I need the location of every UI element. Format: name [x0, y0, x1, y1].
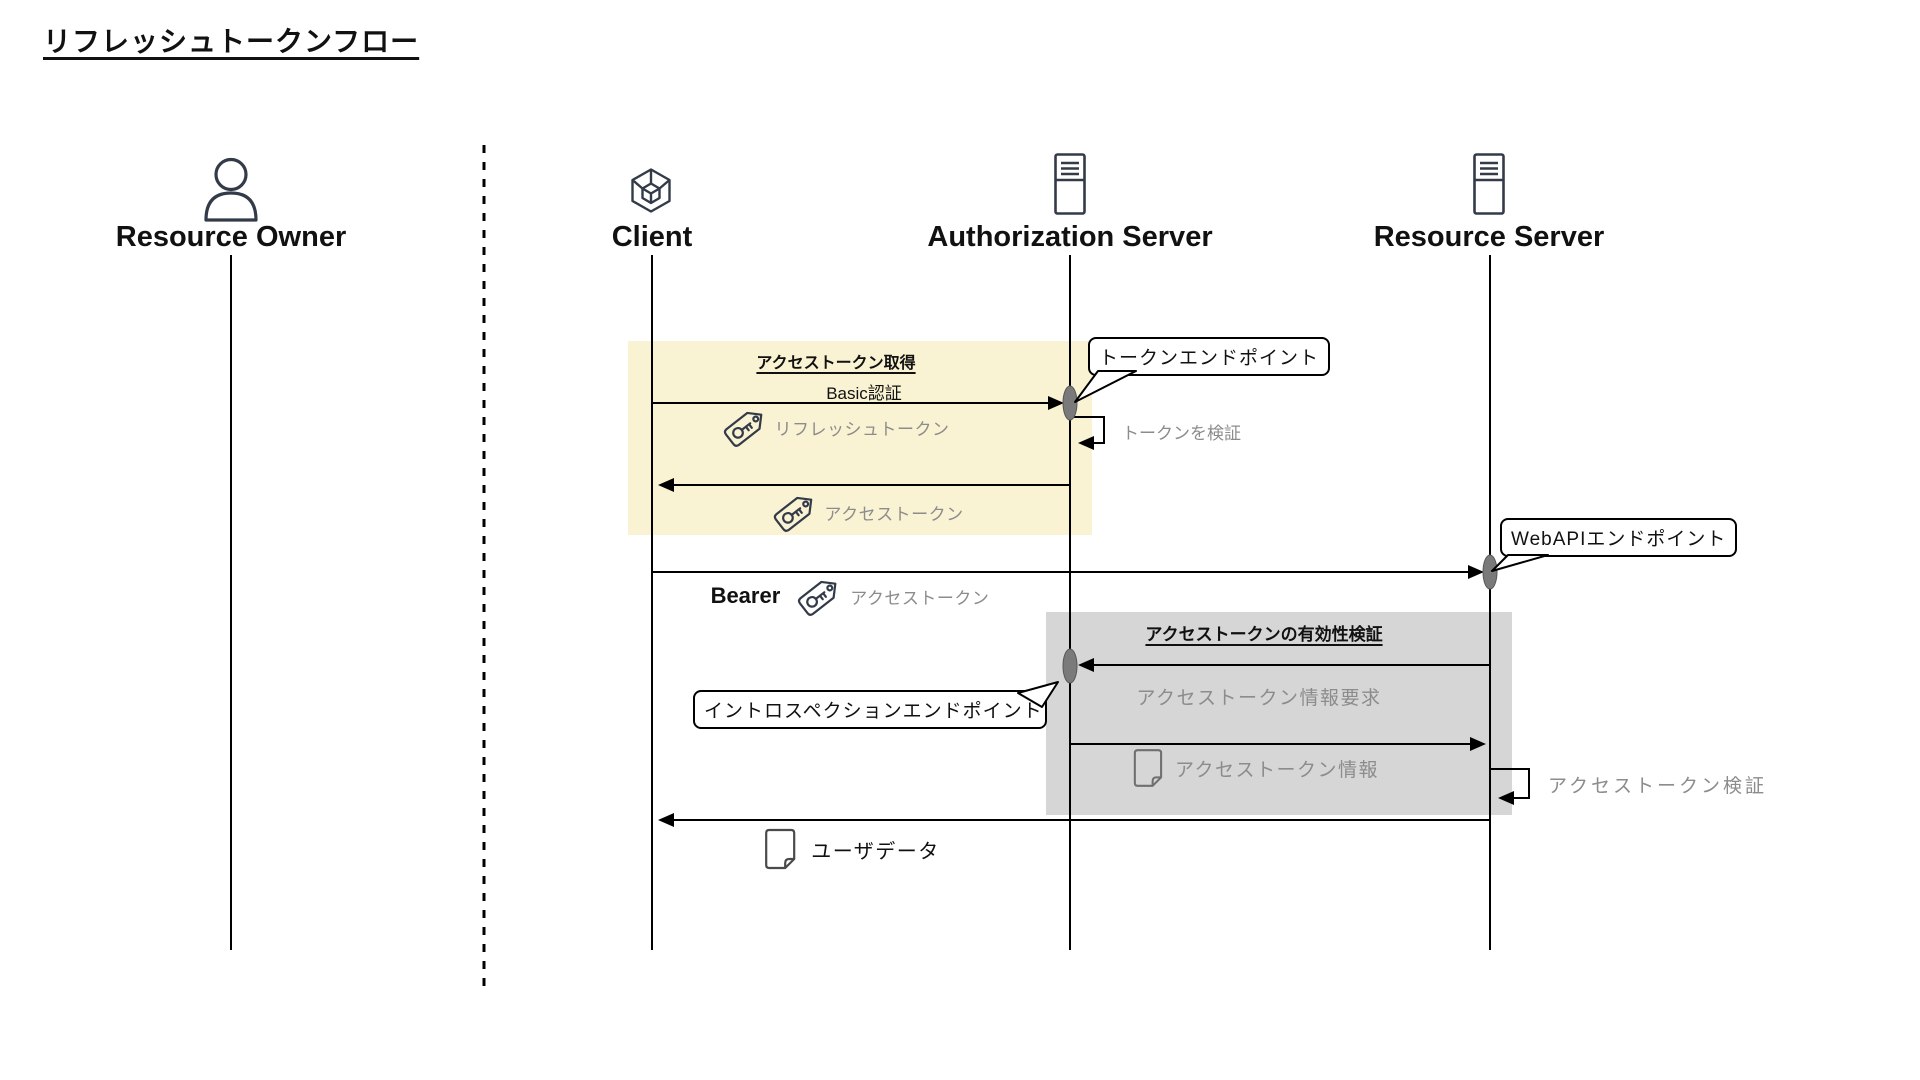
message-refresh-token-row: リフレッシュトークン — [723, 404, 950, 450]
activation-webapi-endpoint — [1482, 554, 1498, 590]
callout-token-endpoint: トークンエンドポイント — [1088, 337, 1331, 376]
diagram-title: リフレッシュトークンフロー — [43, 26, 420, 57]
group-token-acquisition — [628, 341, 1092, 535]
document-icon — [765, 828, 796, 870]
message-bearer-prefix: Bearer — [710, 583, 781, 608]
key-tag-icon — [797, 580, 837, 616]
key-tag-icon — [773, 496, 813, 532]
server-icon — [1473, 153, 1505, 215]
message-access-token-verify: アクセストークン検証 — [1548, 776, 1768, 797]
key-tag-icon — [723, 411, 763, 447]
message-bearer-row: Bearer アクセストークン — [711, 573, 990, 619]
message-token-info-request: アクセストークン情報要求 — [1136, 688, 1382, 709]
message-basic-auth: Basic認証 — [826, 384, 902, 403]
group-token-validity — [1046, 612, 1512, 815]
message-user-data: ユーザデータ — [811, 840, 940, 863]
message-user-data-row: ユーザデータ — [764, 828, 940, 870]
actor-label-auth-server: Authorization Server — [927, 221, 1213, 253]
message-access-token: アクセストークン — [824, 504, 964, 524]
actor-label-client: Client — [611, 221, 693, 253]
callout-webapi-endpoint: WebAPIエンドポイント — [1500, 518, 1738, 557]
group-title-token-acquisition: アクセストークン取得 — [756, 355, 916, 372]
group-title-token-validity: アクセストークンの有効性検証 — [1145, 625, 1383, 644]
callout-tail — [1491, 554, 1549, 572]
cube-icon — [631, 168, 671, 213]
actor-label-resource-owner: Resource Owner — [115, 221, 347, 253]
message-token-info: アクセストークン情報 — [1174, 759, 1380, 781]
person-icon — [204, 157, 258, 222]
message-access-token-row: アクセストークン — [772, 489, 963, 535]
document-icon — [1133, 749, 1163, 787]
callout-introspection-endpoint: イントロスペクションエンドポイント — [693, 690, 1047, 729]
actor-label-resource-server: Resource Server — [1373, 221, 1605, 253]
message-token-info-row: アクセストークン情報 — [1133, 748, 1379, 788]
arrow-return-user-data — [658, 813, 1490, 827]
message-verify-token: トークンを検証 — [1122, 424, 1241, 443]
server-icon — [1054, 153, 1086, 215]
message-bearer-access-token: アクセストークン — [850, 588, 990, 608]
message-refresh-token: リフレッシュトークン — [774, 419, 950, 439]
